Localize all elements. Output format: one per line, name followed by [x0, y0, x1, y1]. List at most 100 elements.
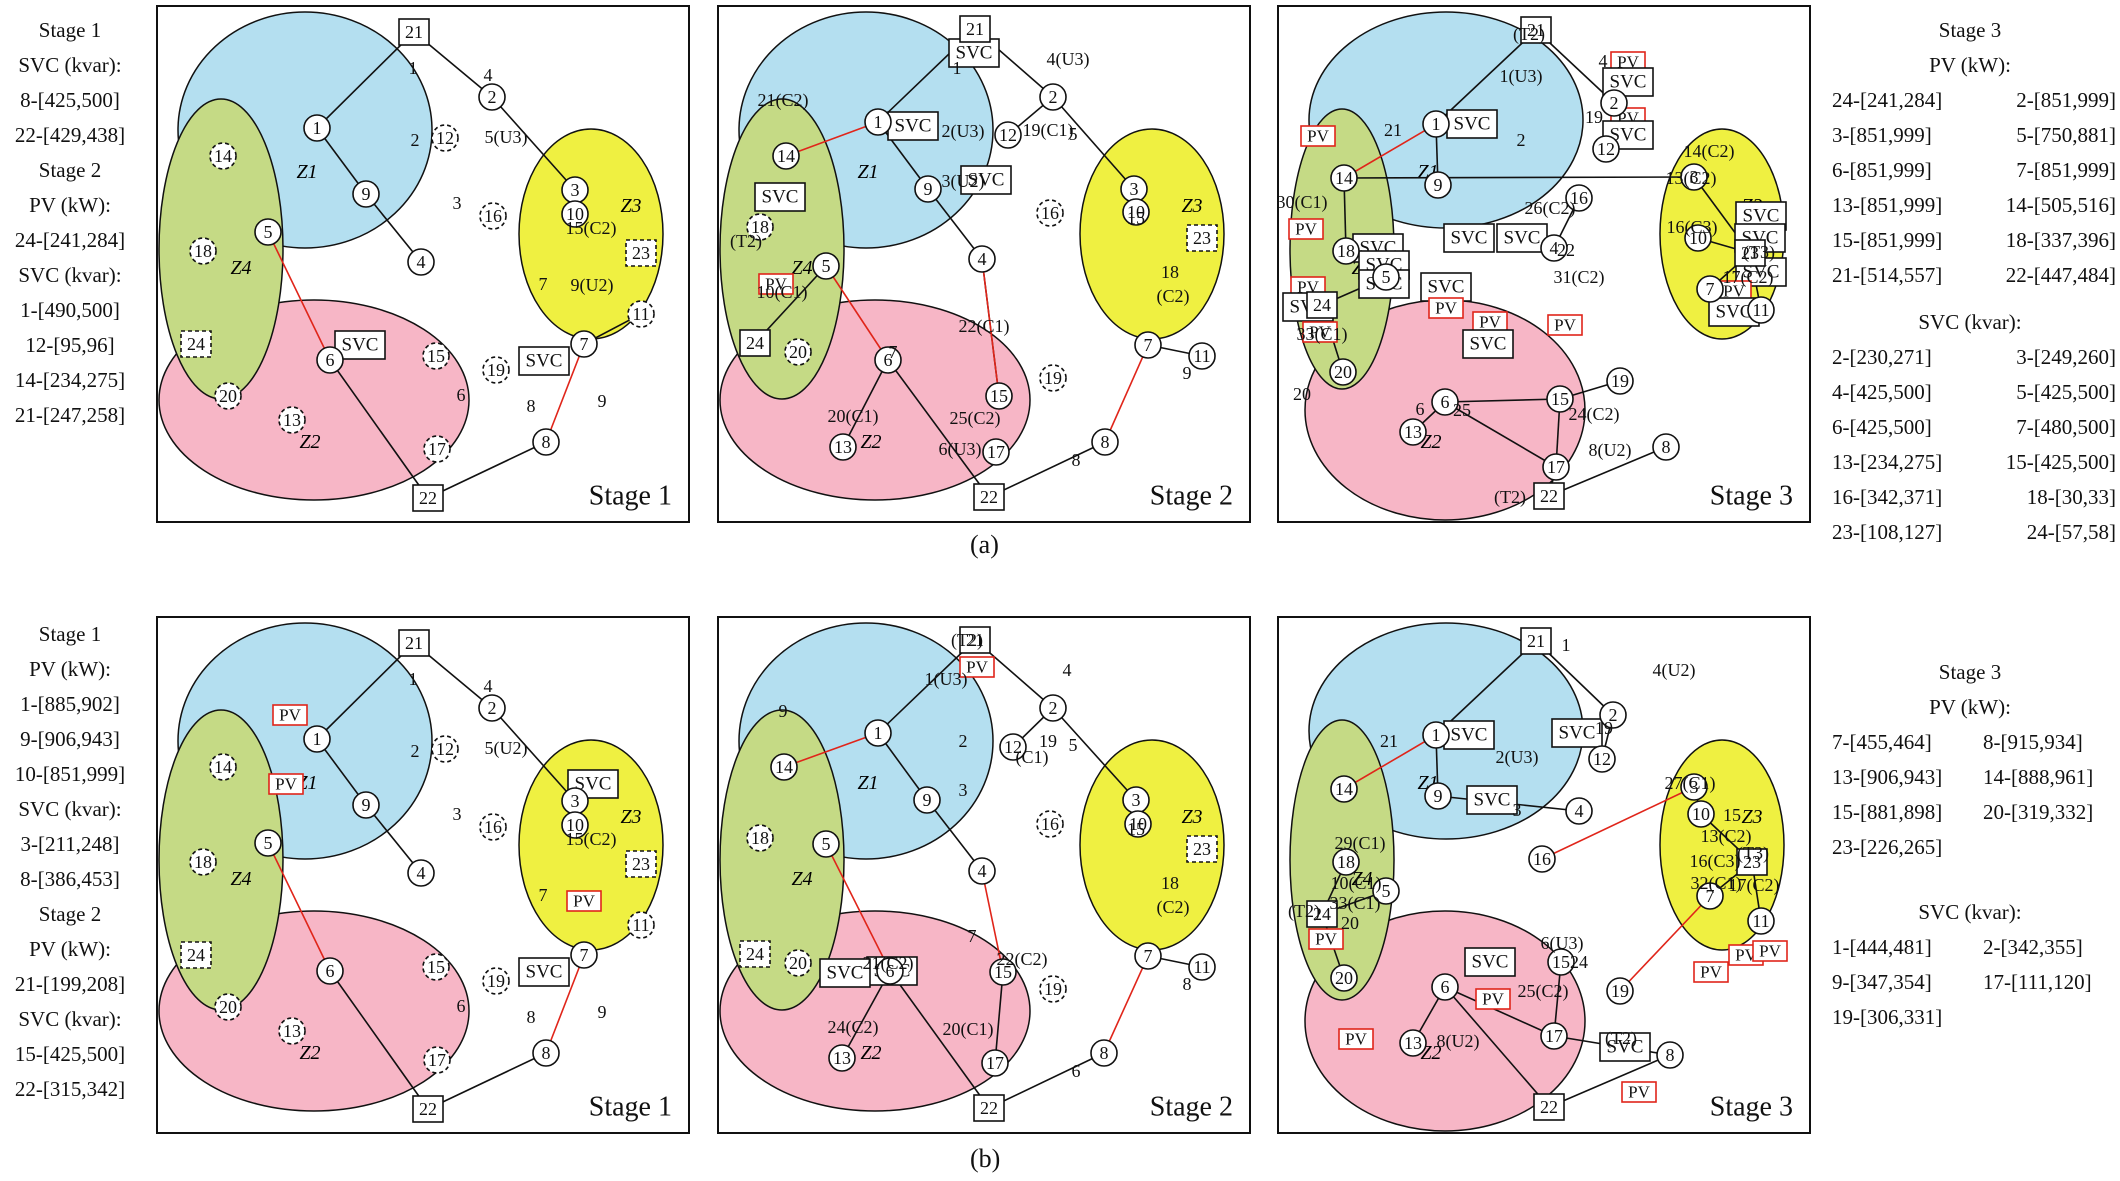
bus-number: 20: [219, 997, 237, 1017]
bus-node: 2: [1039, 694, 1067, 722]
annotation-line: 1-[885,902]: [20, 692, 120, 716]
bus-number: 15: [427, 957, 445, 977]
branch-label: 15(C2): [566, 218, 617, 239]
bus-node: 6: [874, 346, 902, 374]
bus-circle: [770, 753, 798, 781]
bus-number: 12: [1593, 749, 1611, 769]
annotation-value: 1-[444,481]: [1832, 935, 1932, 959]
bus-node: 21: [959, 626, 991, 654]
bus-node: 19: [1039, 975, 1067, 1003]
branch-line: [1444, 401, 1557, 468]
branch-label: 4(U2): [1653, 660, 1696, 681]
annotation-value: 16-[342,371]: [1832, 485, 1943, 509]
bus-circle: [214, 382, 242, 410]
bus-node: 15: [422, 953, 450, 981]
bus-node: 23: [1186, 835, 1218, 863]
bus-circle: [478, 83, 506, 111]
branch-label: 1(U3): [925, 669, 968, 690]
pv-box: [1302, 321, 1338, 343]
annotation-value: 24-[57,58]: [2026, 520, 2116, 544]
branch-line: [887, 359, 990, 498]
bus-circle: [1332, 848, 1360, 876]
branch-line: [877, 639, 976, 734]
bus-node: 2: [478, 83, 506, 111]
bus-number: 3: [571, 180, 580, 200]
bus-circle: [482, 967, 510, 995]
bus-circle: [1747, 907, 1775, 935]
annotation-row: 23-[108,127]24-[57,58]: [1820, 515, 2120, 550]
pv-label: PV: [1759, 942, 1781, 961]
branch-line: [1548, 446, 1667, 497]
pv-box: [268, 773, 304, 795]
pv-box: [1547, 314, 1583, 336]
bus-number: 22: [980, 1098, 998, 1118]
bus-node: 18: [746, 824, 774, 852]
branch-label: 4: [1599, 51, 1608, 71]
pv-device: PV: [1610, 51, 1646, 73]
bus-number: 21: [1527, 20, 1545, 40]
branch-line: [877, 732, 928, 801]
annotation-row: 13-[234,275]15-[425,500]: [1820, 445, 2120, 480]
branch-label: 9(U2): [571, 275, 614, 296]
svc-device: SVC: [518, 346, 570, 376]
bus-node: 21: [1520, 16, 1552, 44]
annotation-line: Stage 2: [38, 158, 102, 182]
branch-label: 18: [1161, 262, 1179, 282]
bus-node: 15: [1547, 948, 1575, 976]
bus-number: 5: [264, 833, 273, 853]
bus-node: 20: [784, 949, 812, 977]
bus-number: 10: [1692, 804, 1710, 824]
bus-node: 5: [812, 252, 840, 280]
branch-label: 22(C1): [959, 316, 1010, 337]
bus-circle: [968, 245, 996, 273]
bus-number: 7: [1144, 946, 1153, 966]
branch-label: 15: [1127, 819, 1145, 839]
bus-circle: [746, 824, 774, 852]
bus-circle: [913, 786, 941, 814]
pv-device: PV: [1752, 940, 1788, 962]
bus-circle: [812, 830, 840, 858]
bus-circle: [772, 142, 800, 170]
bus-circle: [1542, 453, 1570, 481]
bus-circle: [1134, 331, 1162, 359]
branch-line: [988, 441, 1106, 498]
bus-node: 24: [180, 941, 212, 969]
bus-number: 8: [1101, 432, 1110, 452]
pv-device: PV: [758, 273, 794, 295]
bus-number: 13: [283, 1021, 301, 1041]
caption-a: (a): [970, 530, 999, 559]
annotation-value: [1983, 830, 2116, 865]
bus-node: 11: [1188, 953, 1216, 981]
bus-node: 8: [532, 428, 560, 456]
branch-label: 2: [959, 731, 968, 751]
bus-node: 10: [1122, 198, 1150, 226]
bus-number: 19: [1044, 368, 1062, 388]
bus-node: 10: [1124, 810, 1152, 838]
annotation-value: 13-[851,999]: [1832, 193, 1943, 217]
annotation-value: 22-[447,484]: [2005, 263, 2116, 287]
annotation-row: 21-[514,557]22-[447,484]: [1820, 258, 2120, 293]
bus-circle: [1422, 110, 1450, 138]
bus-node: 15: [1546, 385, 1574, 413]
pv-label: PV: [966, 658, 988, 677]
branch-line: [842, 359, 889, 448]
svc-label: SVC: [1504, 228, 1541, 249]
bus-node: 10: [561, 200, 589, 228]
svc-device: SVC: [1443, 720, 1495, 750]
branch-label: 19: [1595, 718, 1613, 738]
annotation-row: 7-[455,464]8-[915,934]: [1820, 725, 2120, 760]
bus-node: 5: [1372, 877, 1400, 905]
bus-circle: [1399, 1029, 1427, 1057]
bus-number: 22: [980, 487, 998, 507]
annotation-line: 12-[95,96]: [25, 333, 115, 357]
bus-number: 21: [966, 630, 984, 650]
bus-circle: [1747, 296, 1775, 324]
branch-label: 13(C2): [1666, 168, 1717, 189]
branch-label: 8: [1072, 450, 1081, 470]
bus-node: 16: [1036, 199, 1064, 227]
svc-device: SVC: [1551, 718, 1603, 748]
annotation-value: 14-[505,516]: [2005, 193, 2116, 217]
